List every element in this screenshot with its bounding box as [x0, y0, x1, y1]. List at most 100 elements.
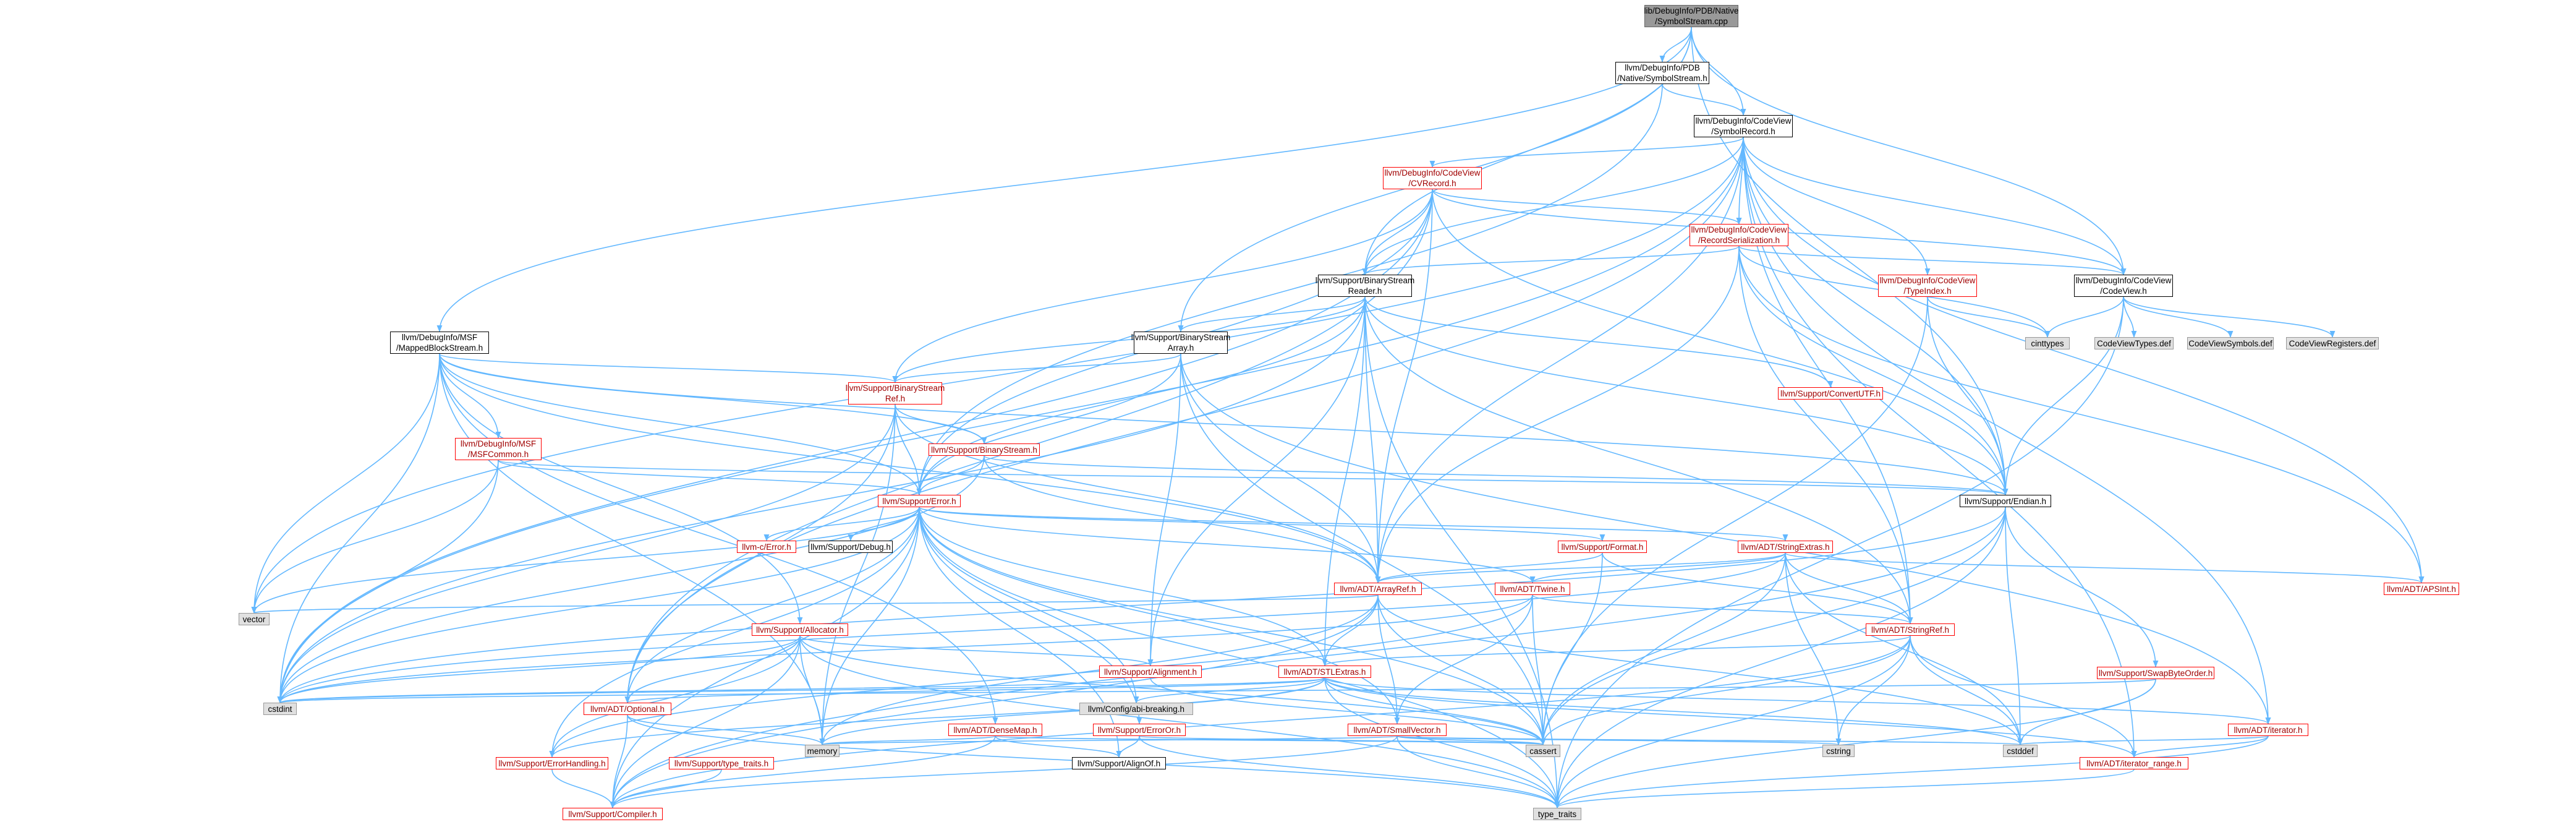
dependency-edge	[1324, 677, 2271, 725]
node-codeviewsymbols[interactable]: CodeViewSymbols.def	[2187, 337, 2274, 349]
dependency-edge	[892, 189, 1433, 383]
node-iterator[interactable]: llvm/ADT/iterator.h	[2228, 724, 2308, 736]
dependency-edge	[1743, 137, 2009, 496]
dependency-edge	[919, 507, 1560, 809]
node-vector[interactable]: vector	[239, 613, 270, 625]
node-endian[interactable]: llvm/Support/Endian.h	[1960, 495, 2051, 507]
node-root[interactable]: lib/DebugInfo/PDB/Native /SymbolStream.c…	[1644, 5, 1739, 27]
node-binarystreamreader-label: llvm/Support/BinaryStream Reader.h	[1315, 276, 1415, 296]
dependency-edge	[919, 507, 1536, 584]
node-alignment[interactable]: llvm/Support/Alignment.h	[1099, 666, 1202, 678]
node-twine-label: llvm/ADT/Twine.h	[1500, 584, 1565, 594]
dependency-edge	[1377, 594, 1400, 725]
node-erroror[interactable]: llvm/Support/ErrorOr.h	[1093, 724, 1186, 736]
node-format[interactable]: llvm/Support/Format.h	[1558, 541, 1647, 553]
node-convertutf[interactable]: llvm/Support/ConvertUTF.h	[1778, 387, 1883, 400]
dependency-edge	[1362, 137, 1744, 276]
node-codeviewregisters[interactable]: CodeViewRegisters.def	[2286, 337, 2379, 349]
dependency-edge	[252, 594, 1379, 614]
node-memory-label: memory	[807, 746, 838, 756]
node-cinttypes[interactable]: cinttypes	[2025, 337, 2070, 349]
node-memory[interactable]: memory	[805, 745, 840, 757]
dependency-edge	[1540, 552, 1786, 746]
dependency-edge	[819, 735, 996, 746]
dependency-edge	[1139, 735, 1560, 809]
node-densemap[interactable]: llvm/ADT/DenseMap.h	[948, 724, 1042, 736]
node-stlextras[interactable]: llvm/ADT/STLExtras.h	[1278, 666, 1371, 678]
dependency-edge	[277, 296, 1366, 704]
node-error[interactable]: llvm/Support/Error.h	[878, 495, 961, 507]
node-cstdint[interactable]: cstdint	[263, 703, 297, 715]
dependency-edge	[1659, 27, 1692, 63]
dependency-edge	[610, 735, 1398, 809]
node-msf-msfcommon[interactable]: llvm/DebugInfo/MSF /MSFCommon.h	[455, 438, 542, 460]
node-cv-symbolrecord[interactable]: llvm/DebugInfo/CodeView /SymbolRecord.h	[1694, 115, 1793, 137]
node-codeviewtypes[interactable]: CodeViewTypes.def	[2094, 337, 2174, 349]
dependency-edge	[439, 353, 2009, 496]
dependency-edge	[984, 455, 2008, 496]
node-smallvector[interactable]: llvm/ADT/SmallVector.h	[1348, 724, 1447, 736]
dependency-edge	[277, 594, 1533, 704]
node-allocator[interactable]: llvm/Support/Allocator.h	[752, 623, 848, 636]
dependency-edge	[916, 84, 1663, 496]
node-msf-mappedblockstream[interactable]: llvm/DebugInfo/MSF /MappedBlockStream.h	[390, 332, 489, 354]
node-optional[interactable]: llvm/ADT/Optional.h	[584, 703, 671, 715]
dependency-edge	[1377, 594, 2023, 746]
dependency-edge	[277, 189, 1433, 704]
dependency-edge	[819, 404, 896, 746]
dependency-edge	[984, 455, 1381, 584]
dependency-edge	[625, 677, 1325, 704]
node-cv-recordserialization[interactable]: llvm/DebugInfo/CodeView /RecordSerializa…	[1690, 224, 1788, 246]
node-configabi[interactable]: llvm/Config/abi-breaking.h	[1079, 703, 1193, 715]
node-cstddef[interactable]: cstddef	[2003, 745, 2038, 757]
node-errorhandling[interactable]: llvm/Support/ErrorHandling.h	[496, 757, 608, 769]
dependency-edge	[1532, 594, 1546, 746]
node-stringref[interactable]: llvm/ADT/StringRef.h	[1866, 623, 1955, 636]
node-compiler[interactable]: llvm/Support/Compiler.h	[563, 808, 663, 820]
node-llvmc-error-label: llvm-c/Error.h	[742, 542, 791, 552]
dependency-edge	[919, 507, 1788, 542]
dependency-edge	[1362, 246, 1740, 276]
dependency-edge	[627, 714, 825, 746]
node-cassert[interactable]: cassert	[1526, 745, 1560, 757]
node-cv-typeindex[interactable]: llvm/DebugInfo/CodeView /TypeIndex.h	[1878, 275, 1977, 297]
dependency-edge	[624, 507, 920, 704]
node-codeviewtypes-label: CodeViewTypes.def	[2097, 338, 2171, 348]
node-alignof[interactable]: llvm/Support/AlignOf.h	[1072, 757, 1166, 769]
dependency-edge	[1147, 296, 1366, 667]
node-stlextras-label: llvm/ADT/STLExtras.h	[1283, 667, 1366, 677]
node-pdb-symbolstream[interactable]: llvm/DebugInfo/PDB /Native/SymbolStream.…	[1615, 62, 1709, 84]
dependency-edge	[277, 460, 499, 704]
dependency-edge	[1147, 353, 1181, 667]
node-llvmc-error[interactable]: llvm-c/Error.h	[737, 541, 796, 553]
node-cv-codeview[interactable]: llvm/DebugInfo/CodeView /CodeView.h	[2074, 275, 2173, 297]
dependency-edge	[1540, 296, 1928, 746]
node-binarystreamarray-label: llvm/Support/BinaryStream Array.h	[1131, 333, 1231, 353]
node-binarystreamarray[interactable]: llvm/Support/BinaryStream Array.h	[1131, 332, 1230, 354]
node-alignment-label: llvm/Support/Alignment.h	[1103, 667, 1197, 677]
node-apsint[interactable]: llvm/ADT/APSInt.h	[2384, 583, 2459, 595]
dependency-edge	[1554, 769, 2135, 809]
node-typetraits-llvm[interactable]: llvm/Support/type_traits.h	[669, 757, 774, 769]
dependency-edge	[1432, 189, 1742, 225]
node-stringextras[interactable]: llvm/ADT/StringExtras.h	[1738, 541, 1833, 553]
dependency-edge	[277, 404, 896, 704]
dependency-edge	[277, 552, 1786, 704]
node-swapbyteorder[interactable]: llvm/Support/SwapByteOrder.h	[2097, 667, 2214, 679]
node-debug[interactable]: llvm/Support/Debug.h	[809, 541, 893, 553]
dependency-edge	[1150, 677, 1546, 746]
dependency-edge	[549, 635, 801, 758]
dependency-edge	[1910, 635, 2023, 746]
dependency-edge	[251, 137, 1744, 614]
node-cv-cvrecord[interactable]: llvm/DebugInfo/CodeView /CVRecord.h	[1383, 167, 1482, 189]
node-iterator-range[interactable]: llvm/ADT/iterator_range.h	[2080, 757, 2188, 769]
node-twine[interactable]: llvm/ADT/Twine.h	[1495, 583, 1570, 595]
node-cv-codeview-label: llvm/DebugInfo/CodeView /CodeView.h	[2075, 276, 2172, 296]
node-binarystreamref[interactable]: llvm/Support/BinaryStream Ref.h	[846, 382, 945, 405]
node-type-traits[interactable]: type_traits	[1533, 808, 1581, 820]
node-cstring[interactable]: cstring	[1822, 745, 1855, 757]
node-binarystreamreader[interactable]: llvm/Support/BinaryStream Reader.h	[1316, 275, 1414, 297]
node-arrayref[interactable]: llvm/ADT/ArrayRef.h	[1334, 583, 1422, 595]
node-binarystream[interactable]: llvm/Support/BinaryStream.h	[929, 443, 1040, 456]
